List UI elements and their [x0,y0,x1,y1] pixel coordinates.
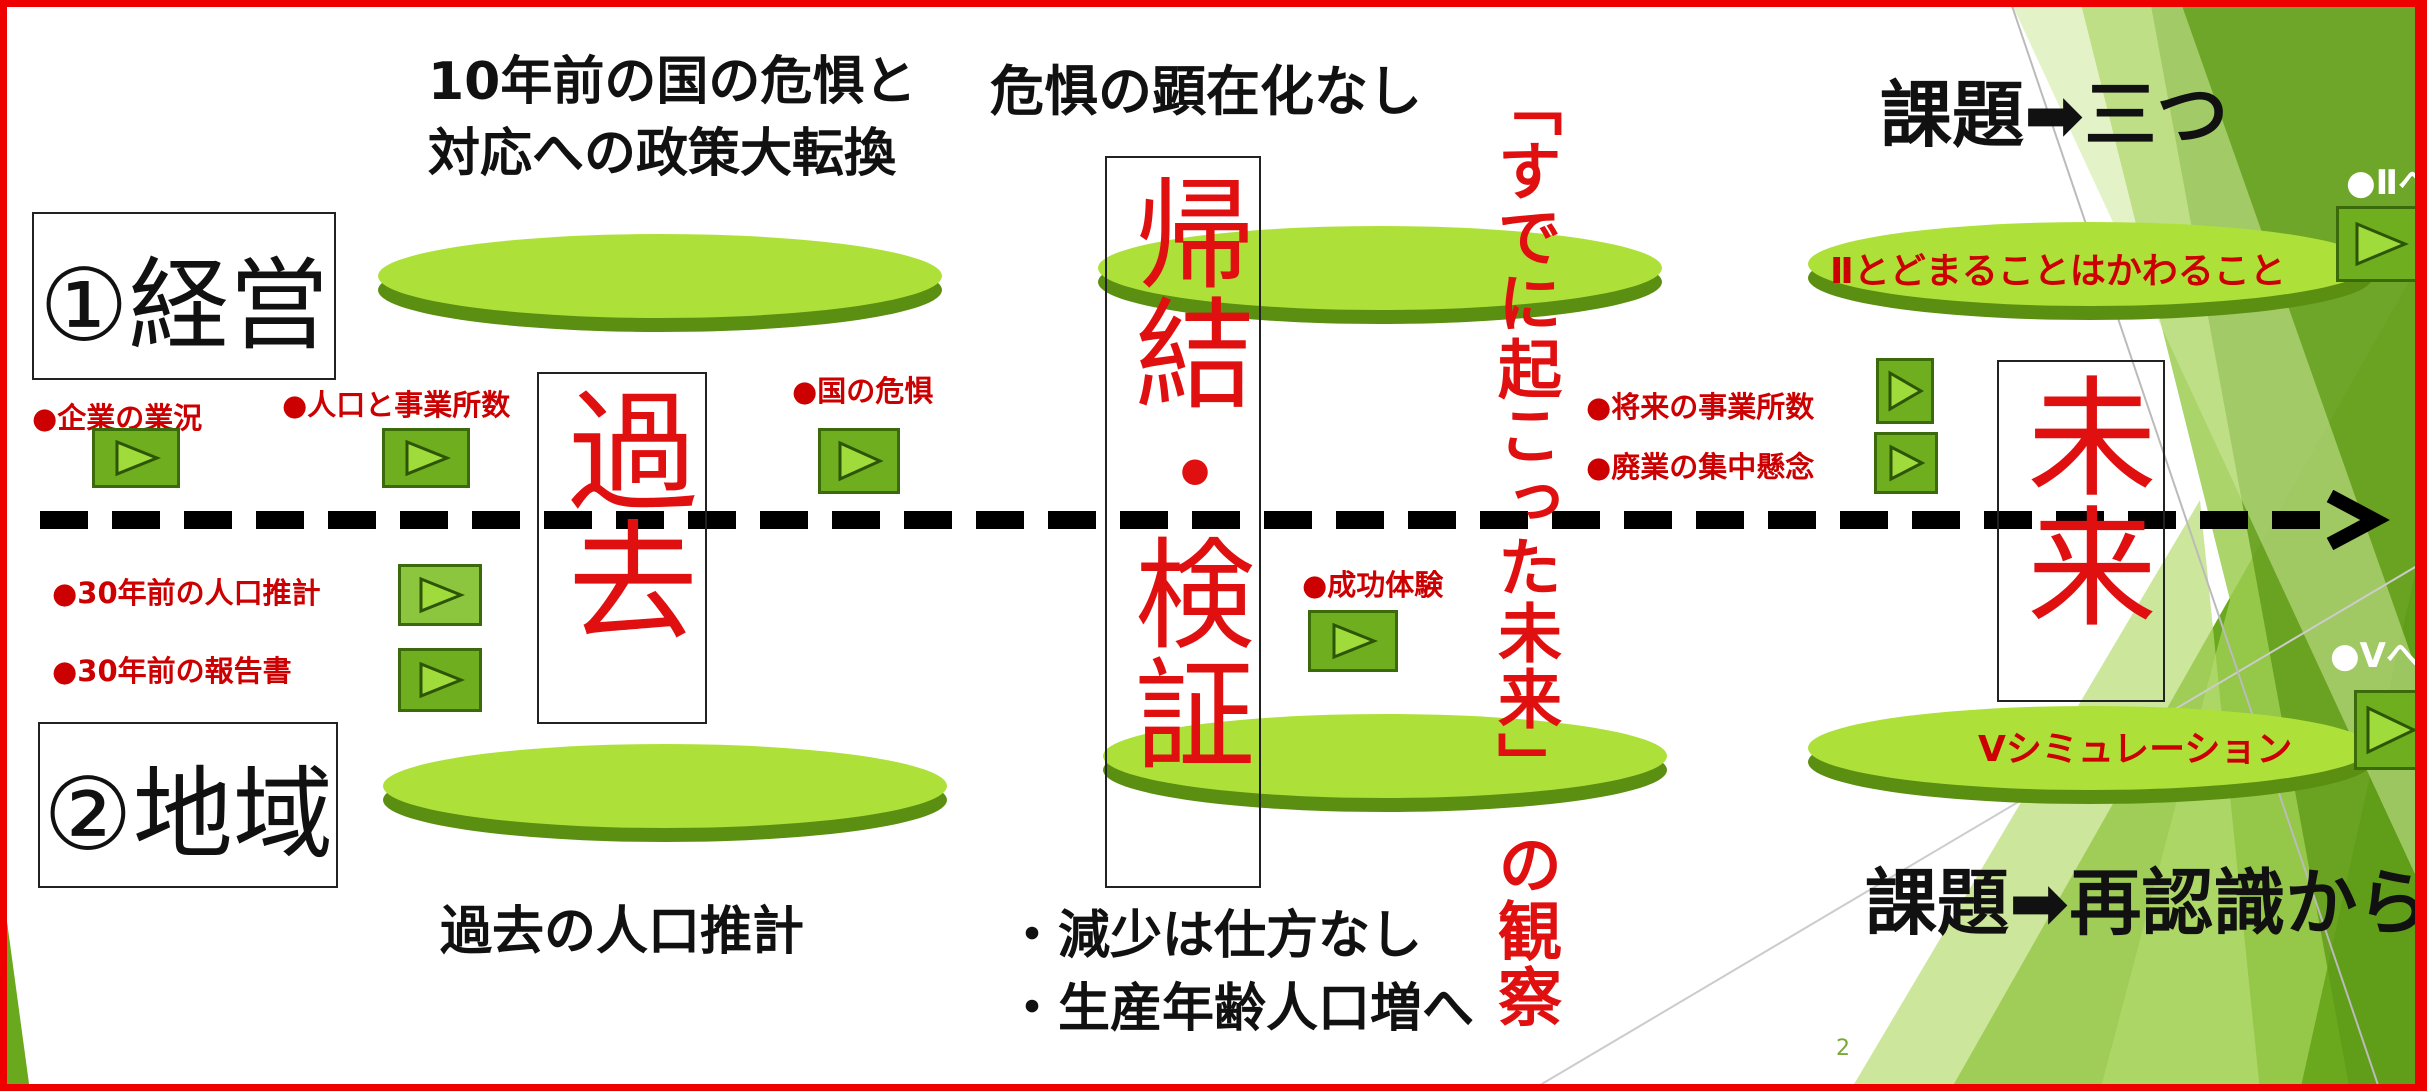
link-future-offices[interactable]: ●将来の事業所数 [1586,390,1815,424]
conclusion-word: 帰結・検証 [1114,172,1253,772]
issues-three-heading: 課題➡三つ [1880,73,2229,157]
link-pop-estimate-30y[interactable]: ●30年前の人口推計 [52,576,321,610]
play-icon [2366,705,2416,755]
play-button-to-five[interactable] [2354,690,2422,770]
play-icon [2355,221,2409,267]
disc-region-conclusion [1103,714,1667,812]
link-closure-concentration[interactable]: ●廃業の集中懸念 [1586,450,1815,484]
box-conclusion: 帰結・検証 [1105,156,1261,888]
timeline-arrow [40,490,2390,551]
section-management: ①経営 [32,212,336,380]
play-button-closure-concentration[interactable] [1874,432,1938,494]
future-word: 未来 [2005,370,2157,630]
link-national-concern[interactable]: ●国の危惧 [792,374,934,408]
play-button-national-concern[interactable] [818,428,900,494]
bullet-item: ・減少は仕方なし [1006,906,1423,966]
link-to-two[interactable]: ●Ⅱへ [2346,163,2427,203]
section-region: ②地域 [38,722,338,888]
label-simulation[interactable]: Ⅴシミュレーション [1978,729,2293,770]
play-button-to-two[interactable] [2336,206,2422,282]
center-title: 危惧の顕在化なし [990,60,1422,123]
disc-management-future [1808,222,2372,320]
issues-reconfirm-heading: 課題➡再認識から [1865,861,2427,945]
play-icon [115,439,161,477]
bullet-item: ・生産年齢人口増へ [1006,978,1475,1039]
past-title-line1: 10年前の国の危惧と [428,52,917,112]
bullet-list: ・減少は仕方なし ・生産年齢人口増へ [1006,900,1474,1046]
disc-region-future [1808,706,2372,804]
play-button-success-experience[interactable] [1308,610,1398,672]
play-icon [419,576,465,614]
box-past: 過去 [537,372,707,724]
past-title-line2: 対応への政策大転換 [428,124,897,184]
box-future: 未来 [1997,360,2165,702]
play-button-future-offices[interactable] [1876,358,1934,424]
observation-vertical: の観察 [1487,832,1561,1030]
play-icon [838,440,884,482]
play-icon [419,661,465,699]
quote-vertical: 「すでに起こった未来」 [1487,72,1561,798]
play-icon [1332,622,1378,660]
play-button-pop-estimate-30y[interactable] [398,564,482,626]
link-success-experience[interactable]: ●成功体験 [1302,568,1444,602]
disc-region-past [383,744,947,842]
link-to-five[interactable]: ●Ⅴへ [2330,636,2420,676]
past-word: 過去 [546,384,698,644]
play-icon [1889,444,1926,482]
play-icon [405,439,451,477]
play-button-company-status[interactable] [92,428,180,488]
link-report-30y[interactable]: ●30年前の報告書 [52,654,292,688]
disc-management-past [378,234,942,332]
link-population-offices[interactable]: ●人口と事業所数 [282,388,511,422]
past-population-heading: 過去の人口推計 [440,902,805,962]
play-button-report-30y[interactable] [398,648,482,712]
play-button-population-offices[interactable] [382,428,470,488]
disc-management-conclusion [1098,226,1662,324]
slide-number: 2 [1836,1036,1850,1061]
play-icon [1888,370,1924,412]
label-stay-change[interactable]: Ⅱとどまることはかわること [1830,251,2286,292]
